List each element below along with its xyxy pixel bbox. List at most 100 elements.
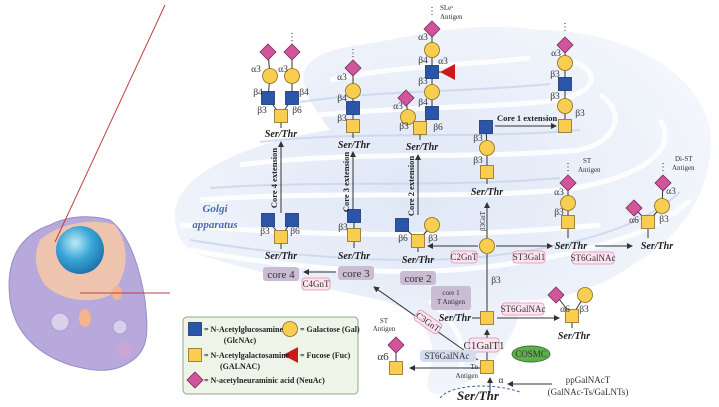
antigen-label: Antigen xyxy=(455,372,478,380)
glcnac-icon xyxy=(558,77,572,91)
galnac-icon xyxy=(274,109,288,123)
ser-thr-label: Ser/Thr xyxy=(265,129,297,140)
linkage-label: β4 xyxy=(418,98,428,108)
linkage-label: α3 xyxy=(337,73,347,83)
glcnac-icon xyxy=(346,101,360,115)
linkage-label: β3 xyxy=(399,122,409,132)
core4-badge xyxy=(263,267,299,281)
antigen-label: SLeˣ xyxy=(440,4,454,12)
neuac-icon xyxy=(423,20,441,38)
linkage-label: β3 xyxy=(257,106,267,116)
glcnac-icon xyxy=(395,218,409,232)
galactose-icon xyxy=(262,68,278,84)
linkage-label: β3 xyxy=(659,215,669,225)
st6galnac-top-badge xyxy=(571,251,615,265)
glcnac-icon xyxy=(261,91,275,105)
neuac-icon xyxy=(387,336,405,354)
c3gnt-badge xyxy=(413,309,443,335)
legend-entry: (GlcNAc) xyxy=(224,336,257,345)
ser-thr-label: Ser/Thr xyxy=(471,187,503,198)
ser-thr-label: Ser/Thr xyxy=(402,255,434,266)
legend-entry: = N-acetylneuraminic acid (NeuAc) xyxy=(204,376,325,385)
linkage-label: β3 xyxy=(337,114,347,124)
core3-extension-label: Core 3 extension xyxy=(341,152,351,213)
pointer-line xyxy=(54,4,166,243)
galactose-icon xyxy=(284,68,300,84)
antigen-label: Antigen xyxy=(578,166,601,174)
continuation-dots: ⋮ xyxy=(560,22,570,33)
linkage-label: β3 xyxy=(491,276,501,286)
galactose-icon xyxy=(424,217,440,233)
linkage-label: β6 xyxy=(290,227,300,237)
legend xyxy=(182,316,359,395)
antigen-label: Tn xyxy=(470,363,478,371)
neuac-icon xyxy=(556,36,574,54)
ser-thr-label: Ser/Thr xyxy=(265,251,297,262)
glcnac-icon xyxy=(479,120,493,134)
galactose-icon xyxy=(424,84,440,100)
ser-thr-label: Ser/Thr xyxy=(641,241,673,252)
linkage-label: β3 xyxy=(575,109,585,119)
linkage-label: α3 xyxy=(551,49,561,59)
linkage-label: β3 xyxy=(579,305,589,315)
ser-thr-label: Ser/Thr xyxy=(338,251,370,262)
galactose-icon xyxy=(282,321,298,337)
galactose-icon xyxy=(557,55,573,71)
linkage-label: α3 xyxy=(393,102,403,112)
galnac-icon xyxy=(188,348,202,362)
glcnac-icon xyxy=(261,213,275,227)
linkage-label: α6 xyxy=(629,216,639,226)
antigen-label: ST xyxy=(380,317,389,325)
galnac-icon xyxy=(346,119,360,133)
ser-thr-label: Ser/Thr xyxy=(555,241,587,252)
galnac-icon xyxy=(561,215,575,229)
galnac-icon xyxy=(480,360,494,374)
st3gal1-badge xyxy=(512,250,546,264)
linkage-label: β6 xyxy=(398,234,408,244)
linkage-label: β3 xyxy=(338,223,348,233)
legend-entry: = N-Acetylgalactosamine xyxy=(204,351,290,360)
core4-label: core 4 xyxy=(267,269,295,281)
golgi-label: Golgi xyxy=(202,203,228,215)
linkage-label: α3 xyxy=(666,187,676,197)
linkage-label: α3 xyxy=(278,65,288,75)
c2gnt-label: C2GnT xyxy=(451,252,479,262)
c4gnt-badge xyxy=(301,277,331,291)
linkage-label: β3 xyxy=(473,156,483,166)
linkage-label: β3 xyxy=(260,227,270,237)
linkage-label: β4 xyxy=(418,56,428,66)
galnac-icon xyxy=(565,309,579,323)
glcnac-icon xyxy=(425,106,439,120)
core3-badge xyxy=(338,266,374,280)
neuac-icon xyxy=(344,59,362,77)
neuac-icon xyxy=(259,43,277,61)
galactose-icon xyxy=(345,83,361,99)
galactose-icon xyxy=(654,198,670,214)
neuac-icon xyxy=(559,174,577,192)
linkage-label: α3 xyxy=(251,65,261,75)
t-antigen-badge xyxy=(431,286,471,310)
continuation-dots: ⋮ xyxy=(563,162,573,173)
antigen-label: Di-ST xyxy=(675,155,693,163)
glcnac-icon xyxy=(188,322,202,336)
linkage-label: α6 xyxy=(377,351,389,363)
membrane-curve xyxy=(439,385,521,399)
neuac-icon xyxy=(397,89,415,107)
glcnac-icon xyxy=(347,209,361,223)
ppgalnact-label: ppGalNAcT xyxy=(566,375,611,385)
antigen-label: Antigen xyxy=(440,13,463,21)
galactose-icon xyxy=(400,109,416,125)
linkage-label: β4 xyxy=(253,88,263,98)
linkage-label: β3 xyxy=(554,208,564,218)
ser-thr-label: Ser/Thr xyxy=(439,313,471,324)
st6galnac-mid-badge xyxy=(501,302,545,316)
c1galt1-badge xyxy=(468,337,500,353)
ser-thr-label: Ser/Thr xyxy=(558,331,590,342)
core1-extension-label: Core 1 extension xyxy=(497,113,558,123)
core4-extension-label: Core 4 extension xyxy=(269,148,279,209)
core3-label: core 3 xyxy=(342,268,370,280)
galactose-icon xyxy=(577,287,593,303)
galnac-icon xyxy=(480,311,494,325)
galactose-icon xyxy=(557,98,573,114)
